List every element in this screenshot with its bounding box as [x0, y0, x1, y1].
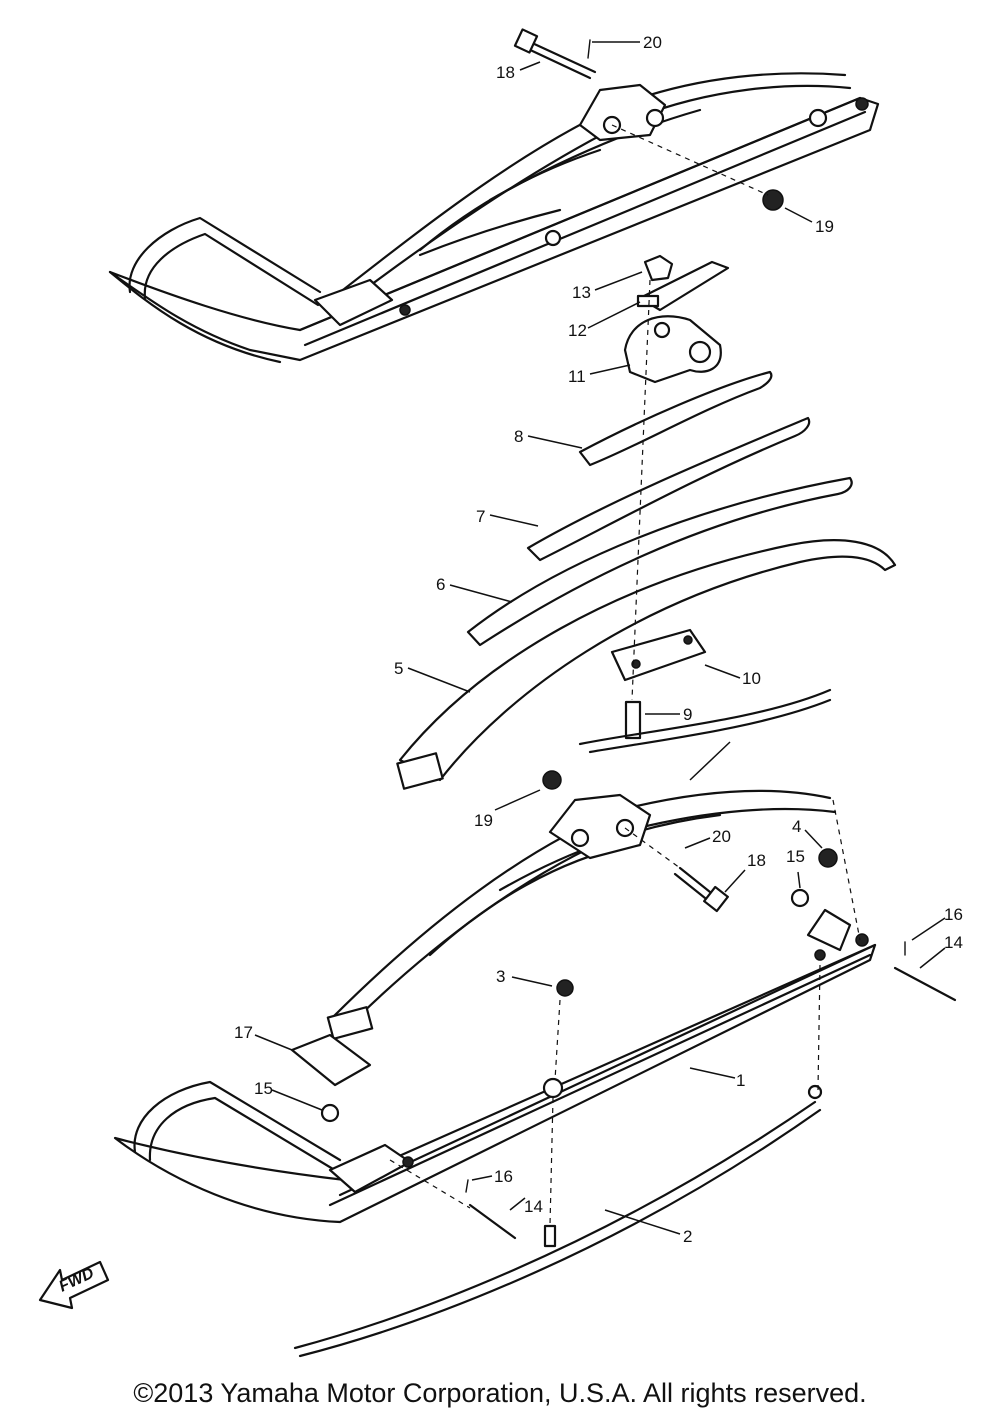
callout-leaders	[254, 41, 946, 1235]
callout-5: 5	[394, 659, 403, 678]
ski-parts-diagram: FWD 20 18 19 13 12 11	[38, 28, 963, 1358]
callout-1: 1	[736, 1071, 745, 1090]
callout-8: 8	[514, 427, 523, 446]
callout-7: 7	[476, 507, 485, 526]
callout-15-front: 15	[254, 1079, 273, 1098]
assembled-ski-top	[108, 28, 880, 364]
callout-18-top: 18	[496, 63, 515, 82]
callout-10: 10	[742, 669, 761, 688]
callout-4: 4	[792, 817, 801, 836]
callout-18-bottom: 18	[747, 851, 766, 870]
callout-14-front: 14	[524, 1197, 543, 1216]
callout-2: 2	[683, 1227, 692, 1246]
lower-ski-assembly	[113, 770, 957, 1358]
callout-14-rear: 14	[944, 933, 963, 952]
callout-16-rear: 16	[944, 905, 963, 924]
callout-19-bottom: 19	[474, 811, 493, 830]
callout-17: 17	[234, 1023, 253, 1042]
callout-9: 9	[683, 705, 692, 724]
callout-16-front: 16	[494, 1167, 513, 1186]
copyright-notice: ©2013 Yamaha Motor Corporation, U.S.A. A…	[133, 1378, 867, 1408]
forward-direction-arrow: FWD	[38, 1260, 110, 1310]
callout-3: 3	[496, 967, 505, 986]
exploded-parts	[396, 254, 897, 790]
callout-numbers: 20 18 19 13 12 11 8 7 6 5 10 9 19 20 18 …	[234, 33, 963, 1246]
callout-20-bottom: 20	[712, 827, 731, 846]
callout-20-top: 20	[643, 33, 662, 52]
callout-12: 12	[568, 321, 587, 340]
callout-19-top: 19	[815, 217, 834, 236]
callout-15-rear: 15	[786, 847, 805, 866]
callout-6: 6	[436, 575, 445, 594]
callout-13: 13	[572, 283, 591, 302]
callout-11: 11	[568, 367, 586, 386]
